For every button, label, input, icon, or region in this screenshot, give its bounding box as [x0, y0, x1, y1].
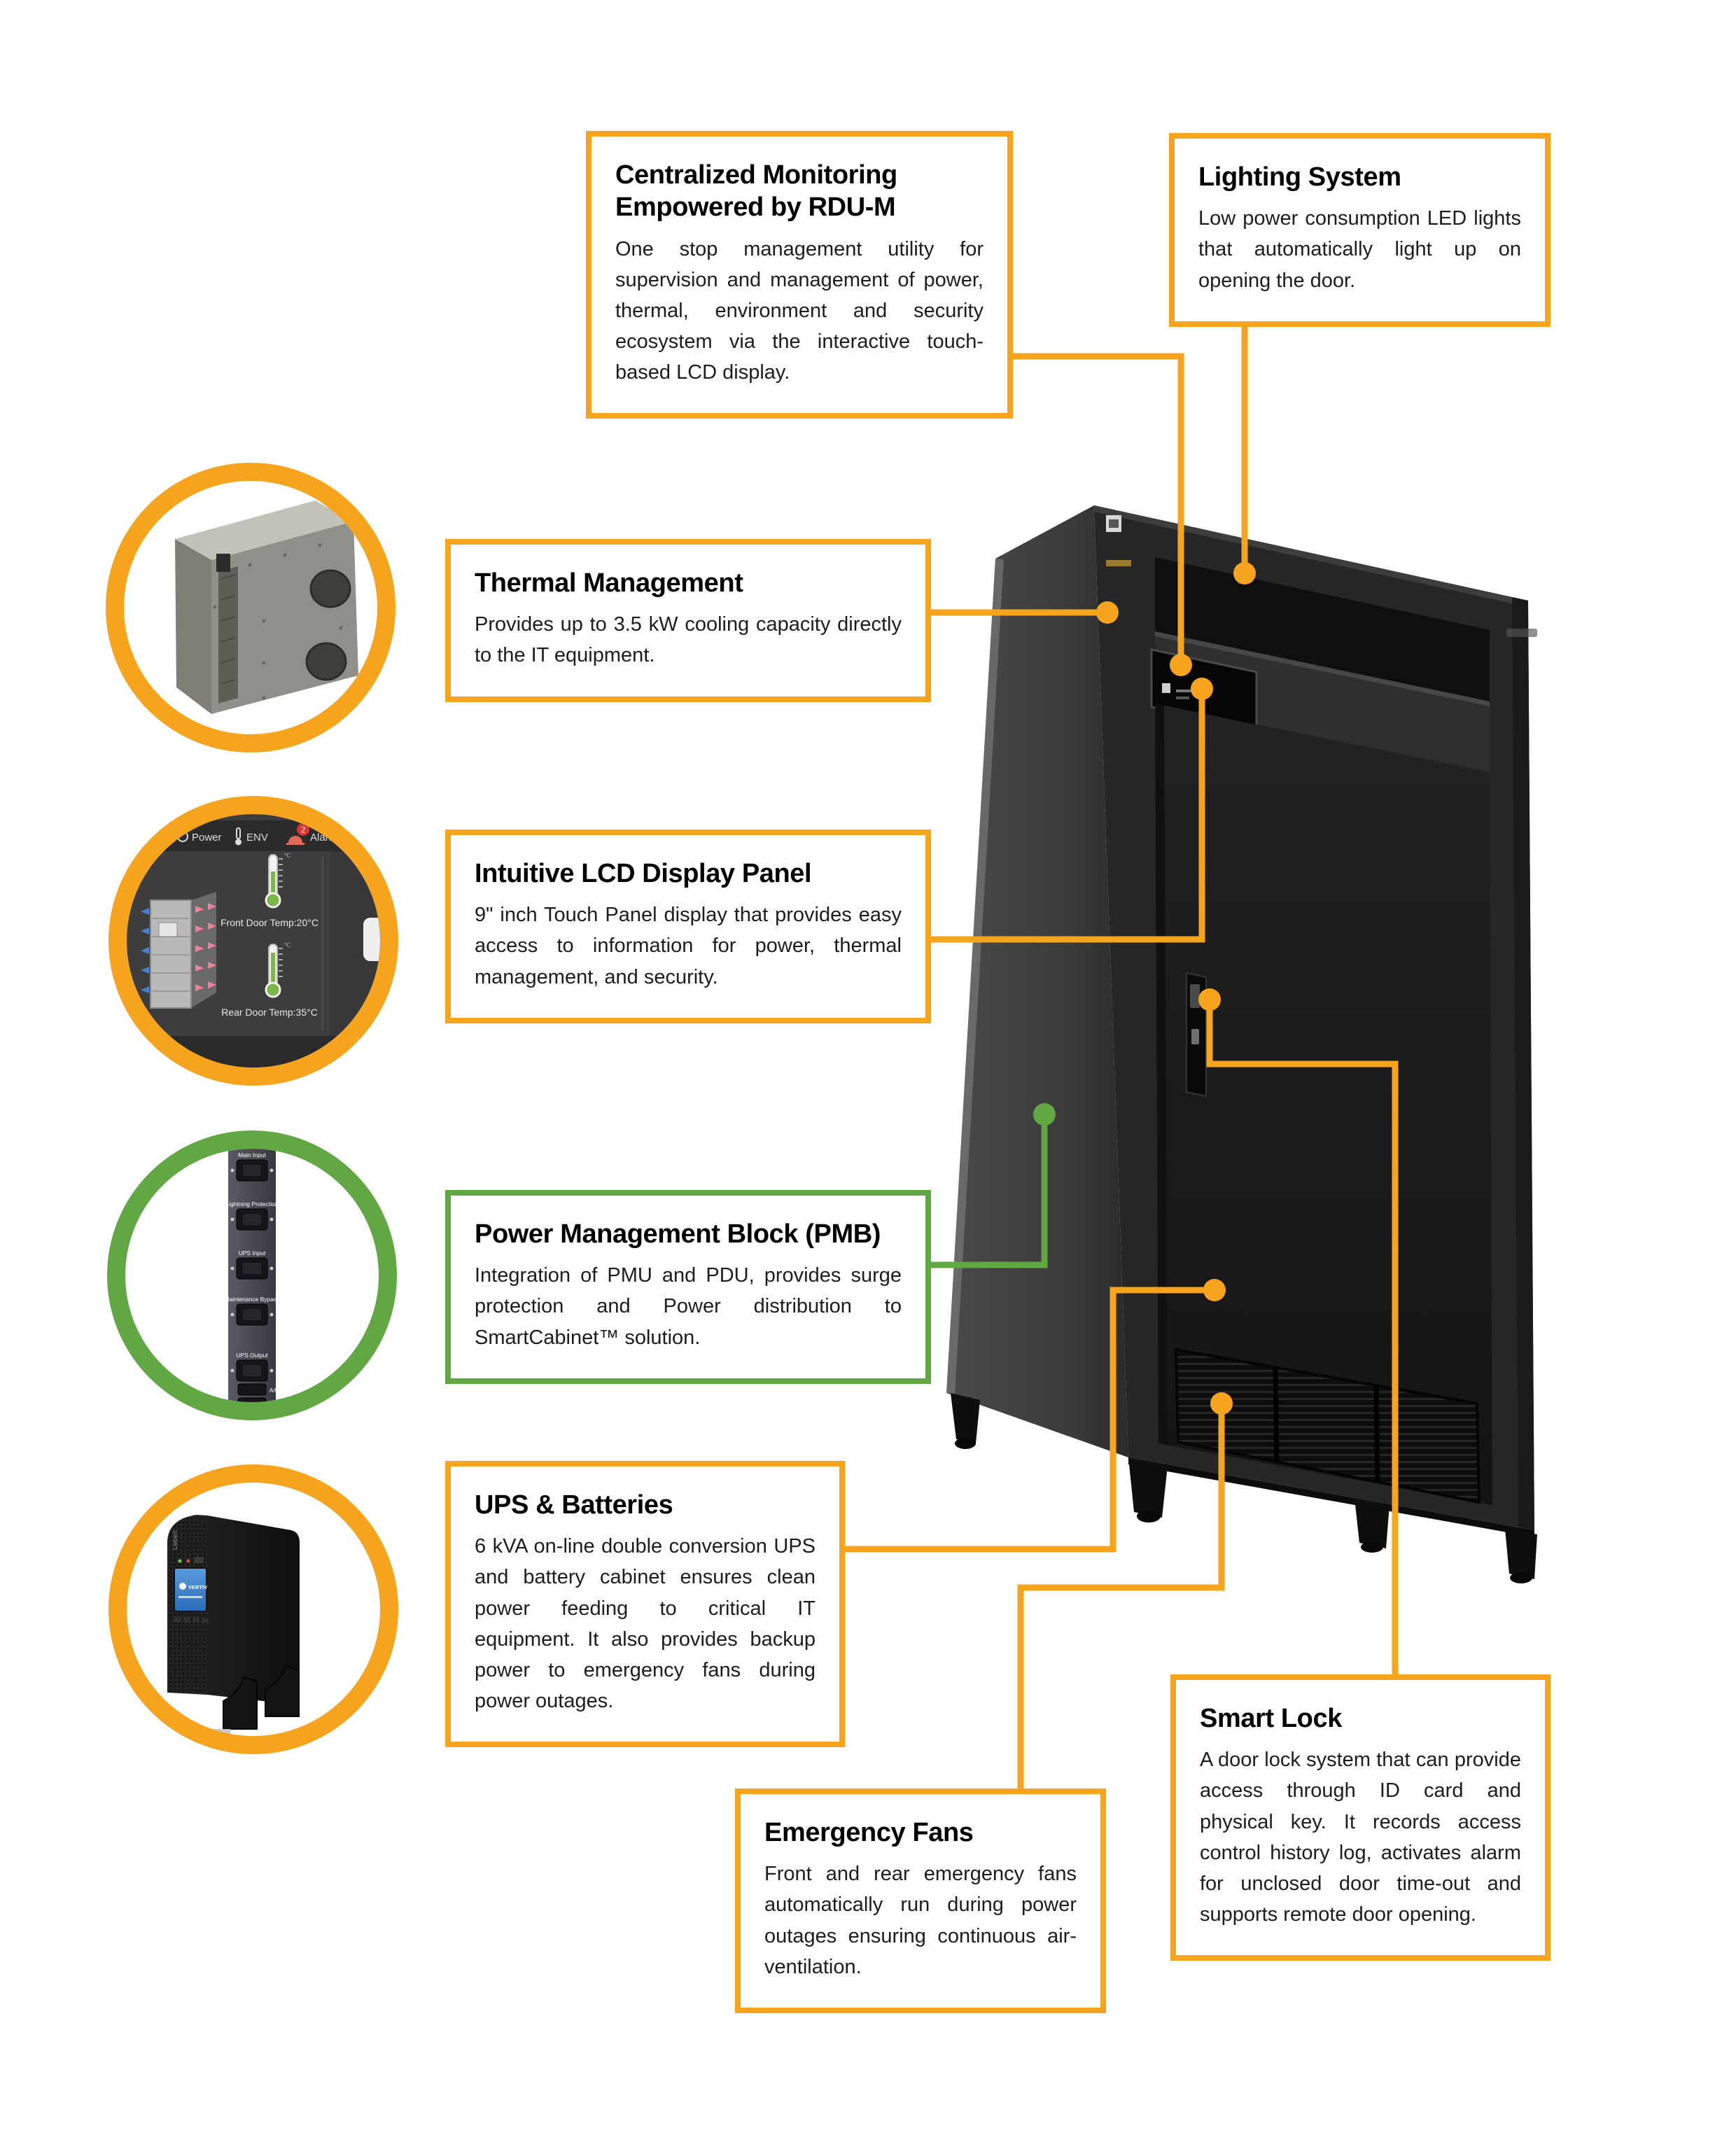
callout-title: Emergency Fans	[764, 1818, 974, 1847]
connector-smart-lock	[1206, 1000, 1399, 1679]
callout-centralized-monitoring: Centralized Monitoring Empowered by RDU-…	[586, 131, 1013, 419]
thermometer-icon	[235, 827, 241, 846]
lcd-menu-item: ENV	[246, 832, 268, 844]
lcd-menu-partial: al	[160, 832, 169, 844]
hot-air-arrows	[195, 903, 216, 991]
cabinet-top-recess	[1155, 557, 1490, 701]
ups-feet	[223, 1665, 300, 1730]
svg-text:℃: ℃	[284, 853, 290, 859]
svg-text:Lightning Protection: Lightning Protection	[225, 1200, 278, 1208]
callout-lcd-display-panel: Intuitive LCD Display Panel 9" inch Touc…	[445, 830, 931, 1023]
svg-text:A/C: A/C	[270, 1387, 279, 1394]
lcd-screen-photo: al Power ENV 2 Alarm	[108, 796, 398, 1086]
front-door-thermometer: ℃	[265, 853, 290, 909]
front-door-temp-label: Front Door Temp:20°C	[220, 917, 318, 928]
status-led-red	[186, 1559, 190, 1563]
connector-power-management-block	[927, 1114, 1048, 1268]
cold-air-arrows	[141, 908, 149, 993]
connector-emergency-fans	[1017, 1404, 1225, 1793]
cabinet-feet	[951, 1393, 1537, 1583]
callout-emergency-fans: Emergency Fans Front and rear emergency …	[735, 1788, 1106, 2013]
lcd-menu-item: Power	[192, 832, 222, 844]
svg-text:Outlet: Outlet	[270, 1401, 285, 1402]
alarm-badge	[297, 823, 309, 836]
ups-side-label: Liebert	[172, 1530, 178, 1550]
callout-lighting-system: Lighting System Low power consumption LE…	[1169, 133, 1550, 327]
pmb-modules: Main Input Lightning Protection UPS Inpu…	[225, 1152, 285, 1402]
thermal-unit-box	[175, 500, 358, 714]
anchor-smart-lock	[1198, 988, 1221, 1011]
ups-screen-brand: VERTIV	[188, 1584, 207, 1590]
rear-door-temp-label: Rear Door Temp:35°C	[221, 1007, 318, 1018]
callout-smart-lock: Smart Lock A door lock system that can p…	[1170, 1674, 1550, 1961]
fan-grille-icon	[309, 569, 351, 608]
fan-grille-icon	[305, 642, 347, 681]
anchor-emergency-fans	[1210, 1392, 1233, 1415]
anchor-thermal-management	[1096, 601, 1119, 624]
cabinet-model-mark	[1506, 629, 1537, 637]
lcd-splash-logo	[1162, 683, 1170, 693]
ups-buttons	[174, 1617, 209, 1623]
anchor-ups-batteries	[1203, 1279, 1226, 1301]
connector-ups-batteries	[841, 1287, 1214, 1553]
rear-door-thermometer: ℃	[265, 942, 290, 998]
alarm-icon: 2	[286, 823, 309, 845]
svg-text:℃: ℃	[284, 942, 290, 948]
callout-title: Centralized Monitoring Empowered by RDU-…	[615, 160, 897, 223]
anchor-centralized-monitoring	[1170, 654, 1192, 676]
thermal-unit-photo	[106, 463, 396, 752]
callout-thermal-management: Thermal Management Provides up to 3.5 kW…	[445, 539, 931, 702]
callout-body: Provides up to 3.5 kW cooling capacity d…	[475, 613, 902, 667]
callout-body: A door lock system that can provide acce…	[1200, 1749, 1521, 1926]
callout-title: Thermal Management	[475, 568, 743, 598]
lcd-menu-item: Alarm	[310, 832, 337, 844]
svg-text:UPS Input: UPS Input	[239, 1250, 266, 1256]
cabinet-display-band	[1155, 631, 1490, 771]
anchor-lcd-display-panel	[1191, 678, 1213, 700]
callout-title: Intuitive LCD Display Panel	[475, 859, 812, 888]
callout-body: 9" inch Touch Panel display that provide…	[475, 904, 902, 988]
callout-body: Low power consumption LED lights that au…	[1198, 207, 1521, 292]
ups-lcd: VERTIV	[174, 1567, 207, 1612]
callout-body: Front and rear emergency fans automatica…	[764, 1863, 1077, 1978]
svg-text:UPS Output: UPS Output	[236, 1352, 268, 1359]
connector-centralized-monitoring	[1009, 353, 1184, 665]
anchor-lighting-system	[1233, 562, 1256, 584]
svg-text:2: 2	[301, 825, 306, 835]
pmb-photo: Main Input Lightning Protection UPS Inpu…	[107, 1130, 397, 1420]
rack-airflow-diagram	[141, 892, 216, 1009]
cabinet-side-panel	[946, 505, 1128, 1457]
callout-power-management-block: Power Management Block (PMB) Integration…	[445, 1190, 931, 1384]
ups-tower: Liebert VERTIV	[166, 1515, 300, 1736]
connector-lcd-display-panel	[927, 689, 1205, 943]
status-led-green	[178, 1559, 182, 1563]
callout-title: Lighting System	[1198, 162, 1401, 192]
svg-text:Maintenance Bypass: Maintenance Bypass	[225, 1296, 280, 1303]
callout-body: Integration of PMU and PDU, provides sur…	[475, 1264, 902, 1349]
callout-body: 6 kVA on-line double conversion UPS and …	[475, 1535, 816, 1712]
callout-title: UPS & Batteries	[475, 1490, 673, 1520]
callout-title: Smart Lock	[1200, 1704, 1342, 1733]
anchor-power-management-block	[1033, 1103, 1056, 1126]
svg-text:Main Input: Main Input	[238, 1152, 266, 1158]
callout-title: Power Management Block (PMB)	[475, 1219, 881, 1249]
thermal-unit-port	[216, 554, 230, 572]
ups-photo: Liebert VERTIV	[108, 1464, 398, 1754]
vertiv-badge	[1106, 515, 1131, 566]
emergency-fan-louver-panel	[1174, 1348, 1481, 1504]
ac-widget-partial	[363, 918, 380, 961]
callout-ups-batteries: UPS & Batteries 6 kVA on-line double con…	[445, 1461, 845, 1747]
callout-body: One stop management utility for supervis…	[615, 237, 983, 384]
cabinet-door	[1155, 704, 1492, 1505]
